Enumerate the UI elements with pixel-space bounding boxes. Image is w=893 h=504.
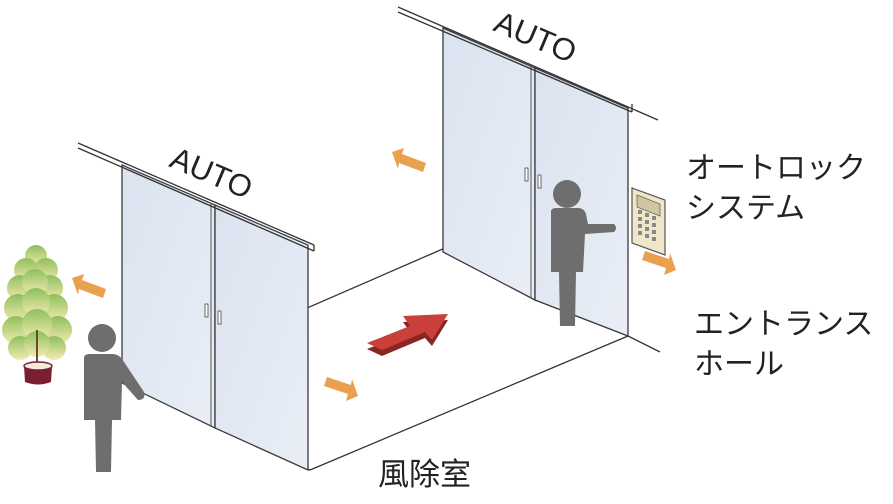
person-icon: [551, 180, 616, 326]
rear-auto-door: [397, 6, 659, 337]
entrance-hall-label-line1: エントランス: [694, 307, 874, 342]
person-icon: [84, 324, 145, 472]
front-auto-door: [77, 142, 315, 472]
arrow-icon: [72, 148, 676, 401]
tree-icon: [2, 245, 72, 385]
entrance-hall-label-line2: ホール: [694, 347, 784, 382]
vestibule-label: 風除室: [378, 457, 471, 493]
keypad-icon: [631, 187, 666, 256]
autolock-label-line2: システム: [686, 191, 806, 226]
big-arrow-icon: [367, 314, 448, 356]
autolock-label-line1: オートロック: [686, 151, 866, 186]
